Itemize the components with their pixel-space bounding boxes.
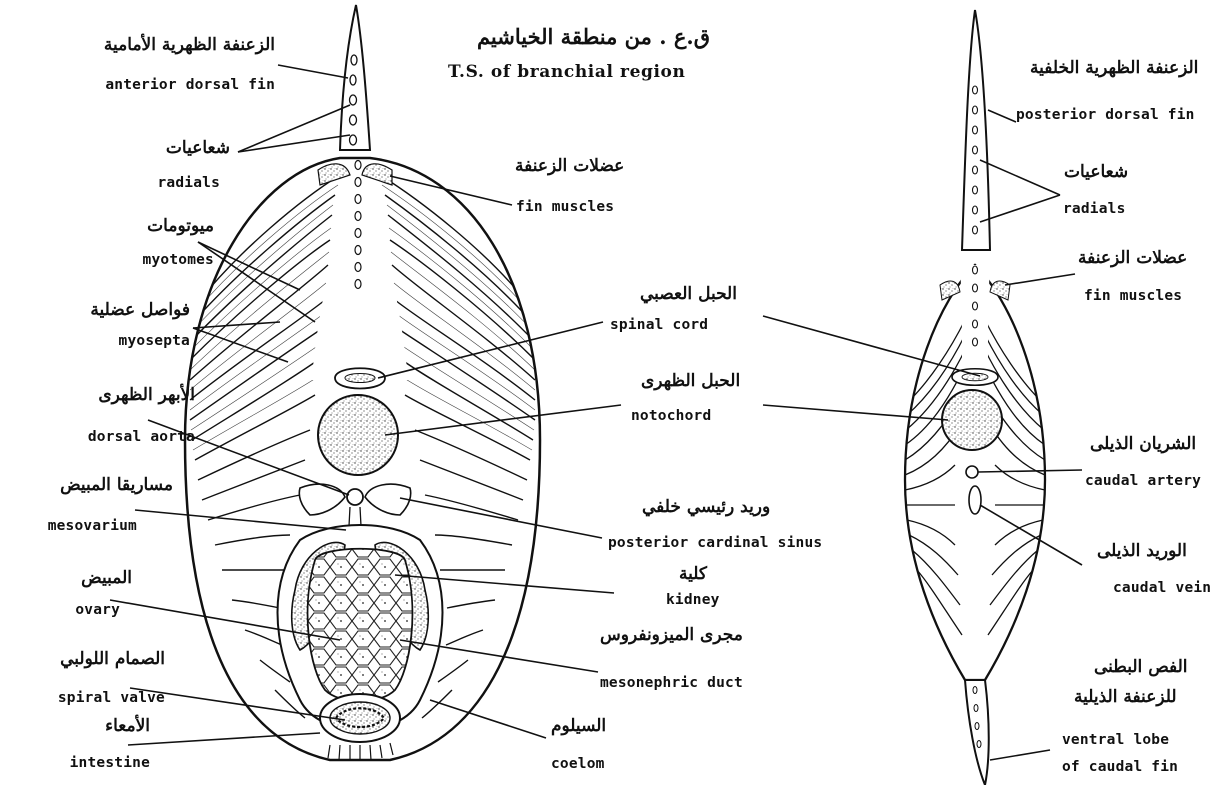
label-fin-muscles-right-ar: عضلات الزعنفة bbox=[1078, 250, 1187, 268]
label-ventral-lobe-en2: of caudal fin bbox=[1062, 760, 1178, 775]
label-notochord-en: notochord bbox=[631, 409, 711, 424]
label-mesonephric-duct-en: mesonephric duct bbox=[600, 676, 743, 691]
label-myotomes-ar: ميوتومات bbox=[60, 218, 214, 236]
label-radials-right-ar: شعاعيات bbox=[1064, 164, 1128, 182]
label-intestine-ar: الأمعاء bbox=[20, 718, 150, 736]
label-fin-muscles-left-ar: عضلات الزعنفة bbox=[515, 158, 624, 176]
label-anterior-dorsal-fin-en: anterior dorsal fin bbox=[20, 78, 275, 93]
label-mesonephric-duct-ar: مجرى الميزونفروس bbox=[600, 627, 743, 645]
right-section-drawing bbox=[905, 10, 1045, 785]
label-intestine-en: intestine bbox=[20, 756, 150, 771]
label-caudal-artery-en: caudal artery bbox=[1085, 474, 1201, 489]
label-ventral-lobe-en1: ventral lobe bbox=[1062, 733, 1169, 748]
label-notochord-ar: الحبل الظهرى bbox=[641, 373, 740, 391]
label-ventral-lobe-ar1: الفص البطنى bbox=[1094, 659, 1188, 677]
title-arabic: ق.ع . من منطقة الخياشيم bbox=[490, 26, 710, 48]
label-posterior-cardinal-sinus-en: posterior cardinal sinus bbox=[608, 536, 822, 551]
label-posterior-dorsal-fin-ar: الزعنفة الظهرية الخلفية bbox=[1030, 60, 1198, 78]
label-myosepta-ar: فواصل عضلية bbox=[20, 302, 190, 320]
label-ovary-en: ovary bbox=[20, 603, 120, 618]
label-spiral-valve-en: spiral valve bbox=[5, 691, 165, 706]
label-spiral-valve-ar: الصمام اللولبي bbox=[5, 651, 165, 669]
label-spinal-cord-en: spinal cord bbox=[610, 318, 708, 333]
label-posterior-cardinal-sinus-ar: وريد رئيسي خلفي bbox=[642, 499, 770, 517]
label-myosepta-en: myosepta bbox=[20, 334, 190, 349]
label-mesovarium-en: mesovarium bbox=[5, 519, 137, 534]
label-fin-muscles-right-en: fin muscles bbox=[1084, 289, 1182, 304]
label-dorsal-aorta-en: dorsal aorta bbox=[20, 430, 195, 445]
label-myotomes-en: myotomes bbox=[60, 253, 214, 268]
label-radials-left-ar: شعاعيات bbox=[60, 140, 230, 158]
title-english: T.S. of branchial region bbox=[448, 64, 685, 82]
label-ovary-ar: المبيض bbox=[20, 570, 132, 588]
label-fin-muscles-left-en: fin muscles bbox=[516, 200, 614, 215]
label-caudal-artery-ar: الشريان الذيلى bbox=[1090, 436, 1196, 454]
label-radials-right-en: radials bbox=[1063, 202, 1126, 217]
label-coelom-en: coelom bbox=[551, 757, 605, 772]
label-kidney-en: kidney bbox=[666, 593, 720, 608]
label-anterior-dorsal-fin-ar: الزعنفة الظهرية الأمامية bbox=[20, 37, 275, 55]
label-spinal-cord-ar: الحبل العصبي bbox=[640, 286, 737, 304]
label-caudal-vein-ar: الوريد الذيلى bbox=[1097, 543, 1187, 561]
label-ventral-lobe-ar2: للزعنفة الذيلية bbox=[1074, 689, 1177, 707]
label-dorsal-aorta-ar: الأبهر الظهرى bbox=[20, 387, 195, 405]
label-coelom-ar: السيلوم bbox=[551, 718, 606, 736]
label-kidney-ar: كلية bbox=[679, 566, 707, 584]
label-caudal-vein-en: caudal vein bbox=[1113, 581, 1211, 596]
label-radials-left-en: radials bbox=[60, 176, 220, 191]
label-mesovarium-ar: مساريقا المبيض bbox=[5, 477, 173, 495]
label-posterior-dorsal-fin-en: posterior dorsal fin bbox=[1016, 108, 1195, 123]
left-section-drawing bbox=[185, 5, 540, 760]
